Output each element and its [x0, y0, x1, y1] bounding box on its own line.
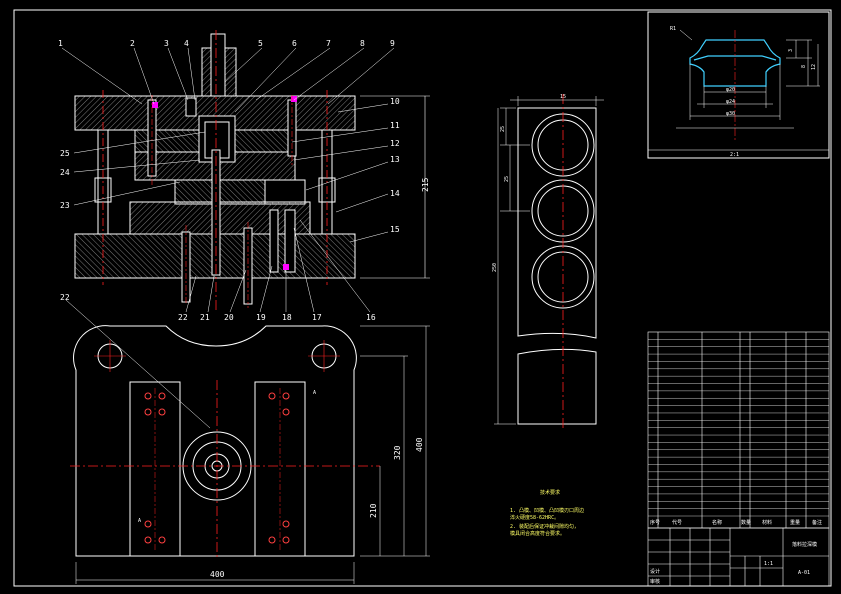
dim-part-d1: φ20 [726, 87, 735, 93]
callout-2: 2 [130, 39, 135, 48]
drawing-number: A-01 [798, 570, 810, 576]
callout-1: 1 [58, 39, 63, 48]
checker-label: 审核 [650, 578, 660, 585]
bom-header-qty: 数量 [741, 519, 751, 526]
part-drawing-frame [647, 11, 830, 159]
callout-plan-22: 22 [60, 293, 70, 302]
callout-25: 25 [60, 149, 70, 158]
callout-3: 3 [164, 39, 169, 48]
tech-note-1: 1. 凸模、凹模、凸凹模刃口周边 [510, 507, 584, 514]
part-dimension-labels: φ20 φ24 φ30 3 8 12 R1 2:1 [670, 26, 817, 158]
dim-strip-length: 250 [492, 263, 498, 272]
callout-12: 12 [390, 139, 400, 148]
bom-header-no: 序号 [650, 519, 660, 526]
dim-plan-offset: 210 [369, 503, 378, 518]
callout-7: 7 [326, 39, 331, 48]
dim-part-h2: 8 [801, 65, 807, 68]
callout-6: 6 [292, 39, 297, 48]
callout-8: 8 [360, 39, 365, 48]
strip-layout-view [494, 94, 604, 430]
strip-dimension-labels: 15 25 25 250 [492, 94, 566, 272]
callout-20: 20 [224, 313, 234, 322]
callout-14: 14 [390, 189, 400, 198]
bom-header-labels: 序号 代号 名称 数量 材料 重量 备注 [650, 519, 822, 526]
dim-part-d3: φ30 [726, 111, 735, 117]
drawing-frame [13, 9, 832, 587]
tech-note-2: 2. 装配后保证冲裁间隙均匀， [510, 523, 579, 530]
bom-table [647, 331, 830, 529]
dim-part-h1: 3 [788, 49, 794, 52]
dim-main-height: 215 [421, 177, 430, 192]
tech-note-2b: 模具闭合高度符合要求。 [510, 530, 565, 537]
dim-part-h3: 12 [811, 64, 817, 70]
bom-rows [648, 339, 829, 517]
dim-part-d2: φ24 [726, 99, 735, 105]
part-profile [676, 29, 820, 140]
section-mark-a-bottom: A [138, 518, 141, 524]
bom-header-name: 名称 [712, 519, 722, 526]
callout-9: 9 [390, 39, 395, 48]
callout-19: 19 [256, 313, 266, 322]
dim-plan-width: 400 [210, 570, 225, 579]
callout-21: 21 [200, 313, 210, 322]
bom-header-material: 材料 [762, 519, 772, 526]
drawing-scale: 1:1 [764, 561, 773, 567]
technical-notes: 技术要求 1. 凸模、凹模、凸凹模刃口周边 淬火硬度58-62HRC。 2. 装… [510, 489, 584, 537]
callout-17: 17 [312, 313, 322, 322]
callout-5: 5 [258, 39, 263, 48]
dim-plan-height: 400 [415, 437, 424, 452]
plan-dimension-labels: 400 400 320 210 A A [138, 390, 424, 579]
title-block [647, 527, 830, 587]
drawing-name: 落料拉深模 [792, 541, 817, 548]
dim-part-radius: R1 [670, 26, 676, 32]
callout-24: 24 [60, 168, 70, 177]
plan-view [65, 299, 430, 584]
dim-plan-inner: 320 [393, 445, 402, 460]
bom-header-remark: 备注 [812, 519, 822, 526]
bom-header-weight: 重量 [790, 519, 800, 526]
callout-leaders [61, 47, 395, 313]
section-mark-a-top: A [313, 390, 316, 396]
title-block-labels: 落料拉深模 A-01 1:1 设计 审核 [650, 541, 817, 585]
callout-16: 16 [366, 313, 376, 322]
callout-4: 4 [184, 39, 189, 48]
dim-strip-pitch-top: 25 [500, 126, 506, 132]
dim-strip-width: 15 [560, 94, 566, 100]
callout-13: 13 [390, 155, 400, 164]
tech-note-1b: 淬火硬度58-62HRC。 [510, 514, 559, 521]
bom-header-code: 代号 [672, 519, 682, 526]
callout-labels: 1 2 3 4 5 6 7 8 9 10 11 12 13 14 15 25 2… [58, 39, 430, 322]
part-scale: 2:1 [730, 152, 739, 158]
callout-22: 22 [178, 313, 188, 322]
callout-10: 10 [390, 97, 400, 106]
designer-label: 设计 [650, 568, 660, 575]
callout-18: 18 [282, 313, 292, 322]
callout-15: 15 [390, 225, 400, 234]
callout-23: 23 [60, 201, 70, 210]
callout-11: 11 [390, 121, 400, 130]
dim-strip-pitch: 25 [504, 176, 510, 182]
tech-notes-title: 技术要求 [540, 489, 560, 496]
main-section-view [74, 30, 430, 310]
